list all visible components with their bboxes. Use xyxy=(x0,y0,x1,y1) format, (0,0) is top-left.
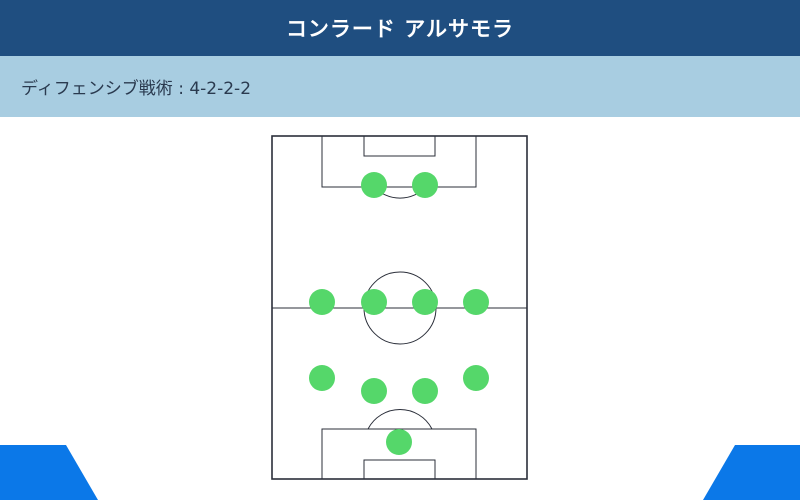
player-dot xyxy=(309,365,335,391)
player-dot xyxy=(463,365,489,391)
player-dot xyxy=(361,172,387,198)
formation-label: ディフェンシブ戦術 : 4-2-2-2 xyxy=(21,79,252,99)
left-corner-accent xyxy=(0,445,98,500)
player-dot xyxy=(361,289,387,315)
bottom-goal-area xyxy=(363,459,436,480)
title-bar: コンラード アルサモラ xyxy=(0,0,800,56)
players-layer xyxy=(309,172,489,455)
goalkeeper-dot xyxy=(386,429,412,455)
formation-bar: ディフェンシブ戦術 : 4-2-2-2 xyxy=(0,56,800,117)
bottom-penalty-arc xyxy=(367,408,433,430)
player-dot xyxy=(412,172,438,198)
player-dot xyxy=(412,289,438,315)
top-goal-area xyxy=(363,135,436,157)
player-dot xyxy=(412,378,438,404)
player-name-title: コンラード アルサモラ xyxy=(285,17,515,41)
player-dot xyxy=(361,378,387,404)
player-dot xyxy=(309,289,335,315)
right-corner-accent xyxy=(703,445,800,500)
player-dot xyxy=(463,289,489,315)
